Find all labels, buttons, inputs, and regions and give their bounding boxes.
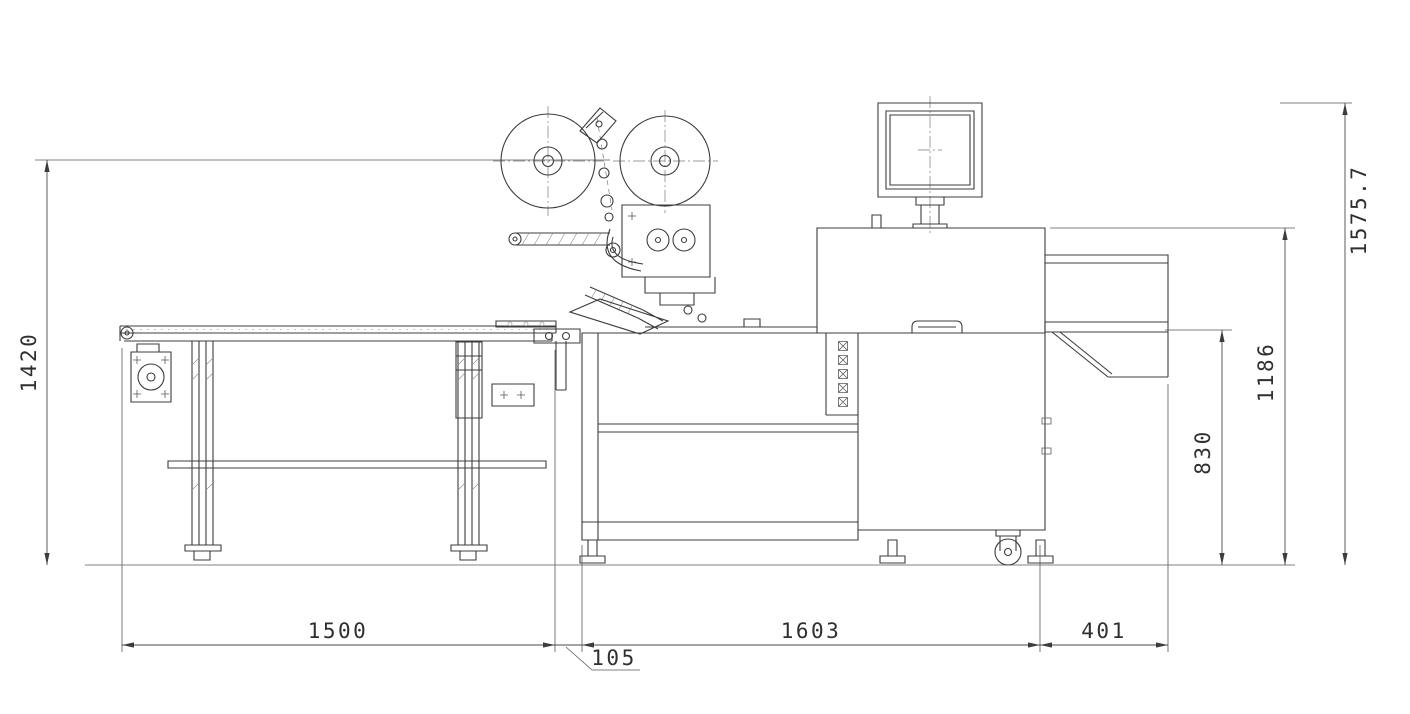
leader-105 — [565, 646, 640, 671]
bolt-strip — [825, 333, 858, 416]
former-bar-hatch — [591, 289, 633, 314]
extension-lines — [121, 348, 1169, 652]
caster-wheel-hub — [1003, 547, 1013, 557]
infeed-plate-bolt-1 — [544, 331, 554, 341]
datum-lines — [35, 102, 1352, 566]
film-guide-arm-bolt — [595, 120, 603, 128]
film-reel-assembly — [493, 106, 718, 222]
former-plate — [568, 298, 670, 335]
right-cabinet — [858, 332, 1046, 531]
side-latch-squares — [1041, 417, 1052, 455]
head-bolt-marks — [628, 212, 636, 266]
crimper-roller-right-hub — [680, 236, 688, 244]
feed-arm-end-roller — [508, 232, 522, 246]
conveyor-end-roller-hub — [124, 330, 130, 336]
outfeed-box — [1045, 254, 1169, 323]
dim-label-1500: 1500 — [308, 619, 369, 643]
dim-label-401: 401 — [1081, 619, 1126, 643]
monitor-centerline — [918, 96, 942, 233]
feed-arm-hatch — [521, 232, 602, 246]
idler-roller-3 — [600, 194, 614, 208]
drive-unit-housing — [130, 343, 172, 403]
feed-arm-pivot — [605, 242, 621, 258]
former-bolt-2 — [697, 313, 707, 323]
film-path-dashed — [596, 117, 613, 211]
monitor-screen — [877, 102, 983, 198]
film-reel-left-shaft — [541, 154, 555, 168]
infeed-plate-bolt-2 — [561, 331, 571, 341]
head-housing — [621, 204, 817, 328]
guide-rail-bolt-1 — [507, 321, 513, 327]
drive-motor-hub — [146, 372, 156, 382]
bolt-strip-bolts — [838, 341, 848, 407]
discharge-chute — [1051, 331, 1169, 378]
main-cabinet — [581, 332, 859, 541]
guide-rail-bolt-3 — [539, 321, 545, 327]
drive-motor-circle — [137, 363, 165, 391]
feed-arm-pivot-hub — [609, 246, 617, 254]
conveyor-legs — [167, 341, 547, 561]
dim-label-1420: 1420 — [17, 332, 41, 393]
conveyor-end-roller — [120, 326, 134, 340]
caster-fork — [995, 529, 1021, 551]
dimensions: 1420 1575.7 1186 830 1500 105 1603 401 — [17, 102, 1371, 671]
dim-label-1603: 1603 — [781, 619, 842, 643]
film-guide-arm — [579, 107, 617, 144]
discharge-outfeed — [1044, 254, 1169, 378]
former-bolt-1 — [683, 305, 693, 315]
crimper-roller-left — [646, 228, 670, 252]
film-reel-right-core — [650, 146, 680, 176]
infeed-conveyor — [119, 320, 581, 561]
crimper-roller-left-hub — [654, 236, 662, 244]
film-reel-left — [500, 113, 596, 209]
former-bar — [584, 286, 644, 319]
feed-arm-end-hub — [512, 236, 518, 242]
guide-rail-bolt-2 — [523, 321, 529, 327]
head-top-box — [816, 227, 1046, 333]
reel-centerlines — [493, 106, 718, 216]
crimper-roller-right — [672, 228, 696, 252]
wrapper-head — [508, 204, 817, 335]
film-reel-right — [619, 115, 711, 207]
machine-body — [581, 214, 1052, 541]
idler-roller-1 — [596, 138, 608, 150]
feed-arm — [515, 232, 610, 246]
dim-label-830: 830 — [1191, 429, 1215, 474]
top-sensor-post — [871, 214, 882, 228]
conveyor-frame — [119, 325, 557, 342]
outfeed-lip — [1044, 322, 1169, 333]
drive-bolt-marks — [133, 356, 169, 398]
mid-support-bracket — [455, 320, 581, 419]
dim-label-1186: 1186 — [1254, 342, 1278, 403]
monitor — [877, 96, 983, 233]
monitor-stand — [912, 196, 948, 229]
idler-roller-2 — [598, 167, 610, 179]
dim-label-1575-7: 1575.7 — [1347, 165, 1371, 256]
dim-label-105: 105 — [591, 646, 636, 670]
cabinet-handle — [911, 320, 963, 333]
feet-and-caster — [579, 529, 1054, 566]
idler-roller-4 — [604, 212, 614, 222]
film-reel-left-core — [533, 146, 563, 176]
film-curl-guide — [606, 228, 644, 272]
leg-hatch-marks — [191, 357, 480, 491]
film-reel-right-shaft — [658, 154, 672, 168]
machine-feet — [579, 539, 1054, 564]
caster-wheel — [994, 538, 1022, 566]
mid-support-bolt-marks — [500, 391, 525, 399]
